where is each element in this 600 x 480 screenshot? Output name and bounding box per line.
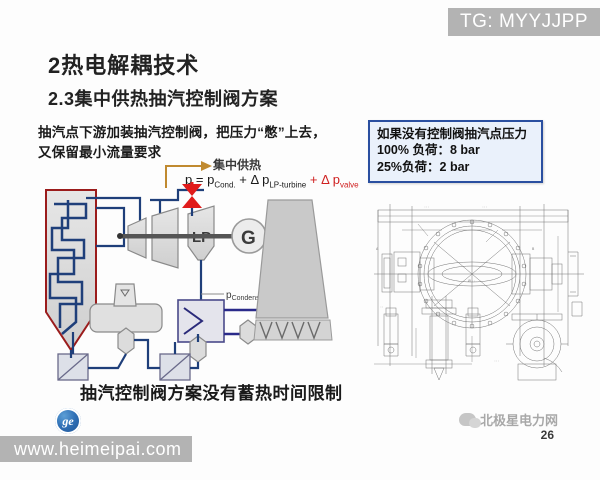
formula-term1-sub: Cond.	[214, 180, 236, 190]
formula-term3-sub: valve	[339, 180, 359, 190]
pressure-callout-box: 如果没有控制阀抽汽点压力 100% 负荷：8 bar 25%负荷：2 bar	[368, 120, 543, 183]
page-subtitle: 2.3集中供热抽汽控制阀方案	[48, 89, 279, 109]
callout-heading: 如果没有控制阀抽汽点压力	[377, 127, 528, 141]
lead-line-2: 又保留最小流量要求	[38, 144, 162, 160]
deaerator-to-heater2	[134, 338, 160, 370]
formula-term3: pvalve	[332, 172, 359, 190]
watermark-bottom-left: www.heimeipai.com	[0, 436, 192, 462]
svg-text:۰۰: ۰۰	[380, 305, 384, 309]
formula-p: p	[185, 172, 193, 187]
condenser-tube-symbol	[183, 307, 204, 335]
boiler	[45, 189, 97, 352]
wechat-brand-label: 北极星电力网	[479, 413, 558, 428]
turbine-shaft	[120, 234, 235, 239]
callout-load-25: 25%负荷：2 bar	[377, 160, 470, 175]
pressure-formula: p = pCond. + Δ pLP-turbine + Δ pvalve	[185, 172, 359, 190]
page-number: 26	[540, 428, 554, 442]
formula-delta-2: Δ	[321, 172, 330, 187]
fw-heater1-to-deaerator	[88, 353, 127, 370]
condensate-line	[190, 334, 200, 370]
power-plant-flow-diagram: LP G pCondenser	[45, 182, 333, 381]
boiler-economizer-coil	[48, 200, 78, 335]
svg-text:В: В	[532, 247, 535, 251]
boiler-heating-surface	[54, 202, 88, 328]
feedwater-heater-2	[159, 353, 191, 381]
generator-label: G	[241, 228, 256, 249]
ge-logo: ge	[55, 408, 81, 434]
wechat-icon	[458, 413, 481, 428]
lead-line-1: 抽汽点下游加装抽汽控制阀，把压力“憋”上去，	[38, 125, 326, 140]
callout-load-100: 100% 负荷：8 bar	[377, 143, 480, 158]
svg-text:А: А	[376, 247, 379, 251]
feedwater-pump	[117, 327, 135, 355]
watermark-top-right: TG: MYYJJPP	[448, 8, 600, 36]
valve-stem	[190, 182, 194, 187]
formula-plus-2: +	[309, 172, 318, 187]
svg-text:۰۰۰: ۰۰۰	[482, 205, 487, 209]
formula-term2: pLP-turbine	[262, 172, 307, 190]
lp-turbine	[187, 205, 215, 261]
formula-equals: =	[195, 172, 204, 187]
deaerator-dome	[113, 283, 137, 307]
formula-term1: pCond.	[207, 172, 236, 190]
district-heating-arrow	[165, 161, 212, 188]
district-heating-label: 集中供热	[213, 158, 262, 172]
deaerator-vent-icon	[120, 289, 130, 297]
formula-term2-base: p	[262, 172, 270, 187]
cooling-tower	[255, 199, 329, 319]
page-title: 2热电解耦技术	[48, 53, 200, 78]
reheat-line	[96, 206, 126, 248]
svg-text:۰۰۰: ۰۰۰	[424, 205, 429, 209]
cooling-tower-packing	[259, 321, 321, 340]
feedwater-heater-1	[57, 353, 89, 381]
extraction-control-valve-icon	[182, 184, 202, 208]
bottom-caption: 抽汽控制阀方案没有蓄热时间限制	[80, 384, 343, 403]
svg-text:۰۰۰: ۰۰۰	[494, 359, 499, 363]
formula-plus-1: +	[239, 172, 247, 187]
formula-term3-base: p	[332, 172, 340, 187]
shaft-bearing	[117, 233, 123, 239]
svg-text:Ø ۰۰: Ø ۰۰	[468, 279, 475, 283]
formula-term2-sub: LP-turbine	[269, 180, 307, 190]
wechat-brand: 北极星电力网	[458, 410, 558, 429]
formula-delta-1: Δ	[250, 172, 259, 187]
formula-term1-base: p	[207, 172, 215, 187]
lead-paragraph: 抽汽点下游加装抽汽控制阀，把压力“憋”上去， 又保留最小流量要求	[38, 123, 368, 162]
main-steam-line	[86, 196, 142, 230]
